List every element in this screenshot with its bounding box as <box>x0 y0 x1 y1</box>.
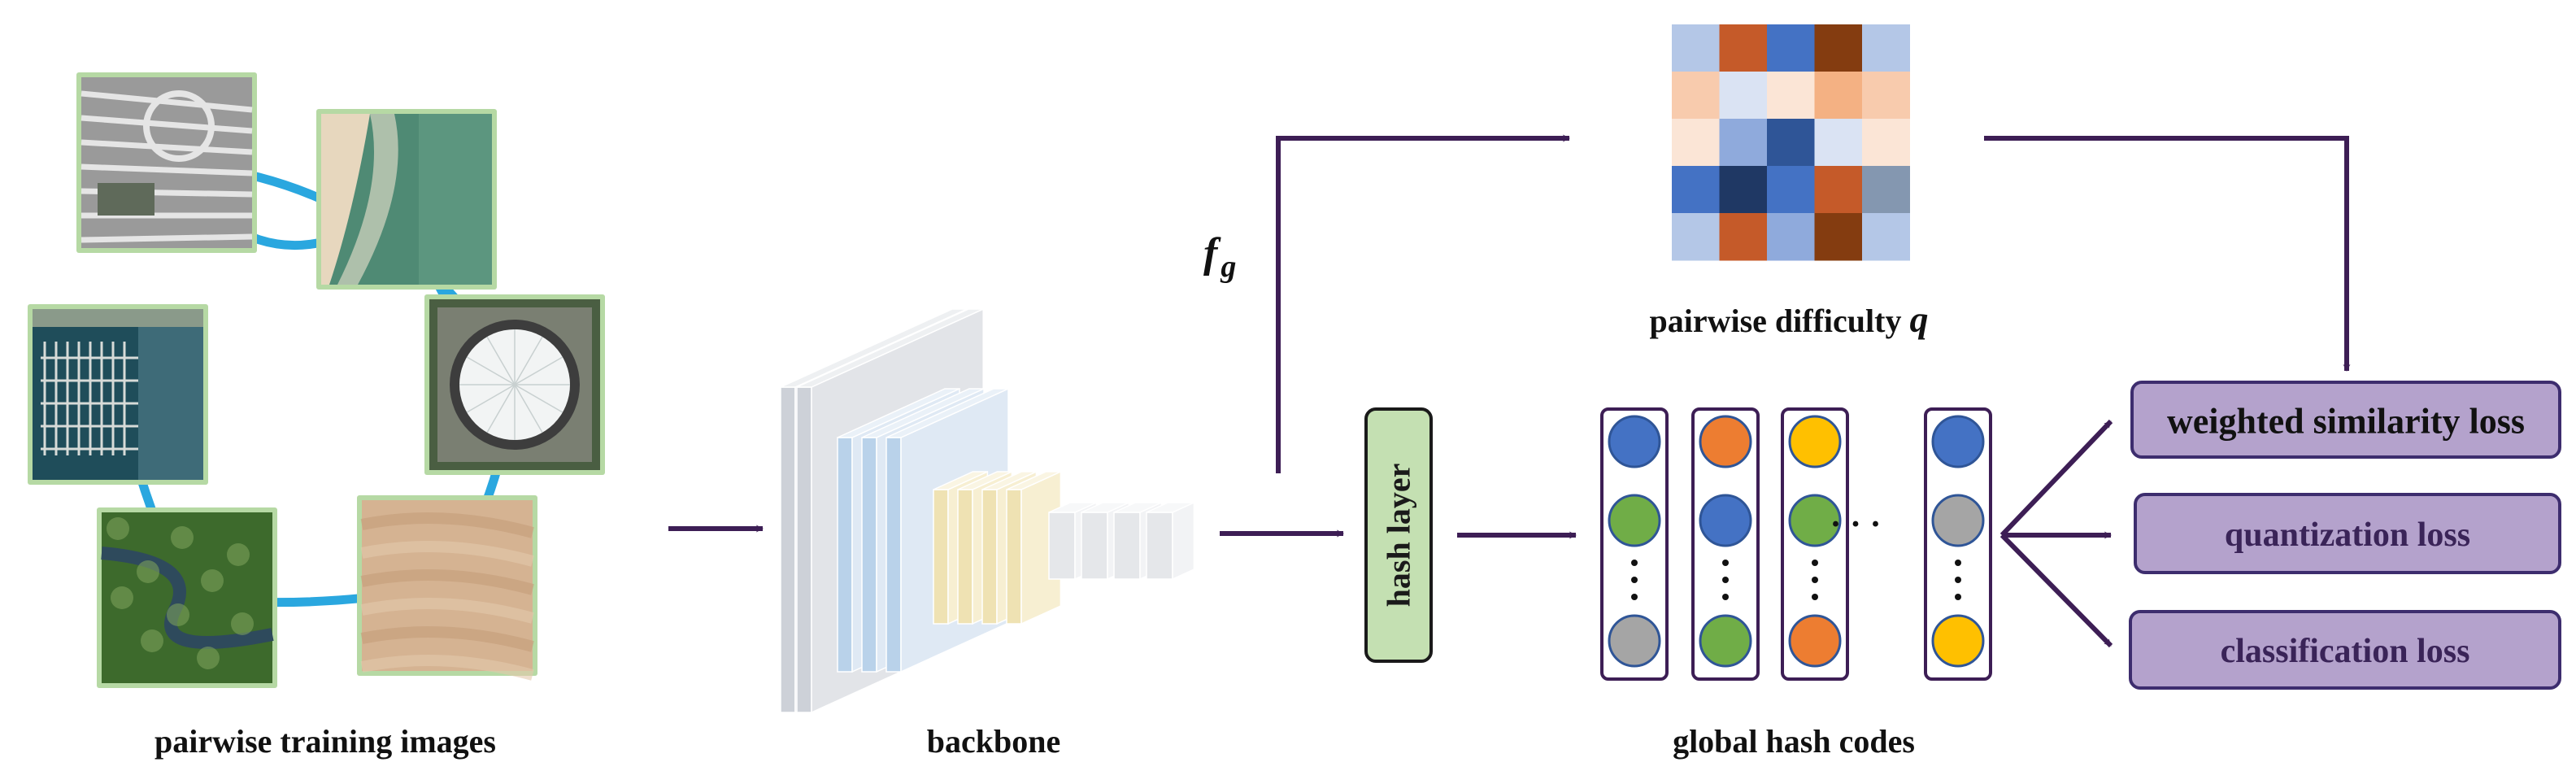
hash-layer-box <box>1364 407 1433 663</box>
global-hash-codes <box>1600 407 1992 681</box>
hash-bit-green <box>1608 494 1661 547</box>
difficulty-cell <box>1814 24 1863 72</box>
difficulty-cell <box>1862 72 1910 120</box>
difficulty-cell <box>1814 119 1863 167</box>
hash-code-column <box>1691 407 1760 681</box>
difficulty-cell <box>1672 166 1720 214</box>
arrow-to-similarity-loss <box>1999 419 2113 538</box>
difficulty-cell <box>1814 166 1863 214</box>
difficulty-cell <box>1862 24 1910 72</box>
training-images-label: pairwise training images <box>154 723 496 760</box>
hash-bit-blue <box>1608 415 1661 468</box>
difficulty-cell <box>1862 119 1910 167</box>
difficulty-cell <box>1719 72 1768 120</box>
difficulty-cell <box>1672 119 1720 167</box>
difficulty-cell <box>1719 213 1768 261</box>
desert-image <box>357 495 537 681</box>
hash-bit-blue <box>1699 494 1752 547</box>
difficulty-cell <box>1767 213 1815 261</box>
hash-bit-gray <box>1931 494 1985 547</box>
loss-box: classification loss <box>2129 610 2561 690</box>
airport-image <box>76 72 257 253</box>
image-thumbnails <box>28 72 605 688</box>
backbone-label: backbone <box>927 723 1061 760</box>
pairwise-difficulty-matrix <box>1672 24 1910 261</box>
difficulty-cell <box>1767 119 1815 167</box>
hash-bit-gray <box>1608 614 1661 668</box>
harbor-image <box>28 304 208 485</box>
difficulty-cell <box>1862 213 1910 261</box>
hash-bit-green <box>1699 614 1752 668</box>
codes-ellipsis: · · · <box>1830 506 1881 543</box>
hash-bit-blue <box>1931 415 1985 468</box>
hash-bit-orange <box>1699 415 1752 468</box>
hash-code-column <box>1924 407 1992 681</box>
backbone-network <box>780 307 1195 714</box>
loss-box: weighted similarity loss <box>2130 381 2561 459</box>
hash-bit-orange <box>1788 614 1842 668</box>
difficulty-cell <box>1767 72 1815 120</box>
hash-bit-green <box>1788 494 1842 547</box>
loss-label: classification loss <box>2221 633 2470 670</box>
arrow-to-classification-loss <box>1999 533 2113 648</box>
difficulty-label: pairwise difficulty q <box>1650 298 1929 340</box>
difficulty-cell <box>1767 166 1815 214</box>
difficulty-cell <box>1719 166 1768 214</box>
loss-label: quantization loss <box>2225 516 2470 554</box>
difficulty-cell <box>1719 24 1768 72</box>
difficulty-cell <box>1672 213 1720 261</box>
river-image <box>97 507 277 688</box>
loss-label: weighted similarity loss <box>2167 402 2525 442</box>
arrows-to-losses <box>1999 419 2113 648</box>
pairwise-training-images <box>28 72 605 688</box>
stadium-image <box>424 294 605 475</box>
difficulty-cell <box>1814 72 1863 120</box>
difficulty-cell <box>1767 24 1815 72</box>
backbone-layer <box>1006 470 1062 625</box>
hash-code-column <box>1781 407 1849 681</box>
hash-code-column <box>1600 407 1669 681</box>
difficulty-cell <box>1672 24 1720 72</box>
hash-bit-yellow <box>1788 415 1842 468</box>
difficulty-cell <box>1672 72 1720 120</box>
loss-box: quantization loss <box>2134 493 2561 574</box>
difficulty-cell <box>1862 166 1910 214</box>
hash-codes-label: global hash codes <box>1673 723 1915 760</box>
hash-bit-yellow <box>1931 614 1985 668</box>
difficulty-cell <box>1719 119 1768 167</box>
loss-functions: weighted similarity loss quantization los… <box>2129 381 2561 690</box>
backbone-layer <box>1146 501 1195 581</box>
arrow-difficulty-to-loss <box>1984 136 2351 372</box>
beach-image <box>316 109 497 290</box>
hash-layer-label: hash layer <box>1381 464 1417 608</box>
arrow-feature-branch <box>1276 134 1570 473</box>
difficulty-cell <box>1814 213 1863 261</box>
